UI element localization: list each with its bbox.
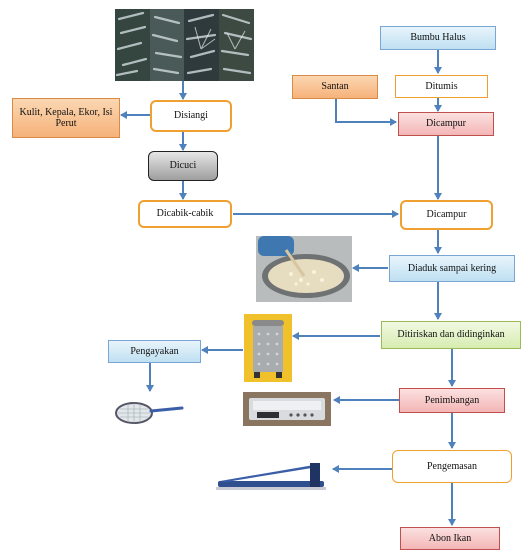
node-dicabik: Dicabik-cabik bbox=[138, 200, 232, 228]
node-disiangi: Disiangi bbox=[150, 100, 232, 132]
node-label: Bumbu Halus bbox=[410, 32, 466, 44]
node-diaduk: Diaduk sampai kering bbox=[389, 255, 515, 282]
node-label: Santan bbox=[321, 81, 349, 93]
node-label: Diaduk sampai kering bbox=[407, 262, 497, 274]
node-label: Ditiriskan dan didinginkan bbox=[397, 329, 505, 341]
node-label: Disiangi bbox=[174, 110, 208, 122]
node-dicampur-2: Dicampur bbox=[400, 200, 493, 230]
node-label: Dicampur bbox=[426, 209, 467, 221]
node-penimbangan: Penimbangan bbox=[399, 388, 505, 413]
node-bumbu-halus: Bumbu Halus bbox=[380, 26, 496, 50]
node-label: Pengemasan bbox=[427, 460, 477, 472]
node-kulit-kepala: Kulit, Kepala, Ekor, Isi Perut bbox=[12, 98, 120, 138]
node-label: Ditumis bbox=[425, 80, 458, 92]
node-pengemasan: Pengemasan bbox=[392, 450, 512, 483]
node-label: Abon Ikan bbox=[428, 532, 472, 544]
node-label: Kulit, Kepala, Ekor, Isi Perut bbox=[19, 106, 113, 130]
node-santan: Santan bbox=[292, 75, 378, 99]
node-dicampur-1: Dicampur bbox=[398, 112, 494, 136]
wok-stirring-photo bbox=[256, 236, 352, 302]
node-pengayakan: Pengayakan bbox=[108, 340, 201, 363]
node-label: Pengayakan bbox=[130, 345, 179, 357]
arrow-santan-dicampur bbox=[335, 99, 397, 126]
spinner-drum-photo bbox=[244, 314, 292, 382]
node-abon-ikan: Abon Ikan bbox=[400, 527, 500, 550]
node-dicuci: Dicuci bbox=[148, 151, 218, 181]
fish-photo bbox=[115, 9, 254, 81]
impulse-sealer-photo bbox=[214, 455, 332, 495]
node-label: Dicampur bbox=[426, 118, 466, 130]
sieve-photo bbox=[112, 397, 184, 427]
node-label: Dicabik-cabik bbox=[156, 208, 214, 220]
node-ditumis: Ditumis bbox=[395, 75, 488, 98]
digital-scale-photo bbox=[243, 392, 331, 426]
node-ditiriskan: Ditiriskan dan didinginkan bbox=[381, 321, 521, 349]
node-label: Penimbangan bbox=[424, 394, 480, 406]
node-label: Dicuci bbox=[169, 160, 197, 172]
